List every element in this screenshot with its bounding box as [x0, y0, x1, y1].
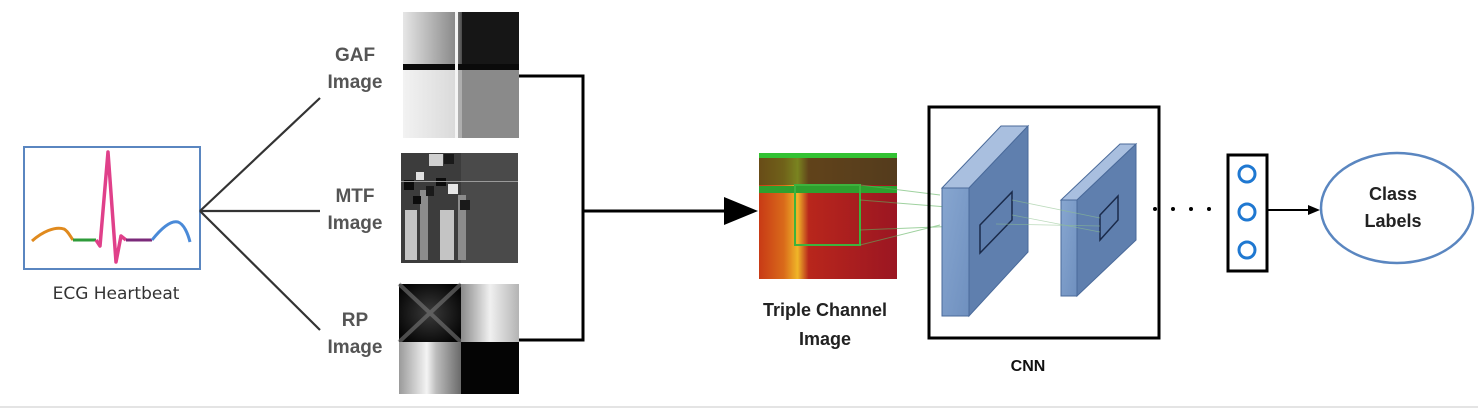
- output-node-1: [1237, 164, 1257, 184]
- output-layer: [1226, 153, 1269, 273]
- rp-image: [397, 282, 519, 394]
- class-labels-line2: Labels: [1364, 211, 1421, 231]
- gaf-connector: [519, 74, 585, 342]
- gaf-image: [403, 12, 519, 138]
- cnn-layer-2: [1059, 142, 1138, 298]
- ecg-qrs-complex: [94, 150, 128, 264]
- merge-connector: [519, 74, 730, 342]
- dotted-continuation: [1153, 207, 1211, 211]
- branch-to-rp: [199, 210, 321, 331]
- gaf-label-line1: GAF: [335, 45, 375, 66]
- triple-label-line1: Triple Channel: [763, 300, 887, 320]
- mtf-label-line2: Image: [328, 213, 383, 234]
- triple-label-line2: Image: [799, 329, 851, 349]
- branch-to-gaf: [199, 97, 321, 212]
- cnn-layer-1: [940, 124, 1030, 318]
- ecg-heartbeat-panel: ECG Heartbeat: [23, 146, 201, 304]
- ecg-p-wave: [30, 226, 75, 243]
- output-node-3: [1237, 240, 1257, 260]
- mtf-label-line1: MTF: [335, 186, 374, 207]
- cnn-frame: [927, 105, 1161, 340]
- merge-arrowhead: [724, 197, 758, 225]
- class-labels-node: Class Labels: [1319, 151, 1475, 265]
- cnn-block: CNN: [927, 105, 1161, 375]
- output-frame: [1226, 153, 1269, 273]
- gaf-label-line2: Image: [328, 72, 383, 93]
- rp-label-line2: Image: [328, 337, 383, 358]
- class-labels-line1: Class: [1369, 184, 1417, 204]
- ecg-label: ECG Heartbeat: [53, 284, 180, 304]
- cnn-label: CNN: [1011, 358, 1046, 375]
- mtf-image: [401, 153, 518, 263]
- output-node-2: [1237, 202, 1257, 222]
- rp-label-line1: RP: [342, 310, 369, 331]
- class-labels-ellipse: [1319, 151, 1475, 265]
- branch-lines: [199, 97, 321, 331]
- ecg-t-wave: [150, 220, 192, 243]
- triple-channel-image: Triple Channel Image: [759, 153, 986, 349]
- output-arrowhead: [1308, 205, 1320, 215]
